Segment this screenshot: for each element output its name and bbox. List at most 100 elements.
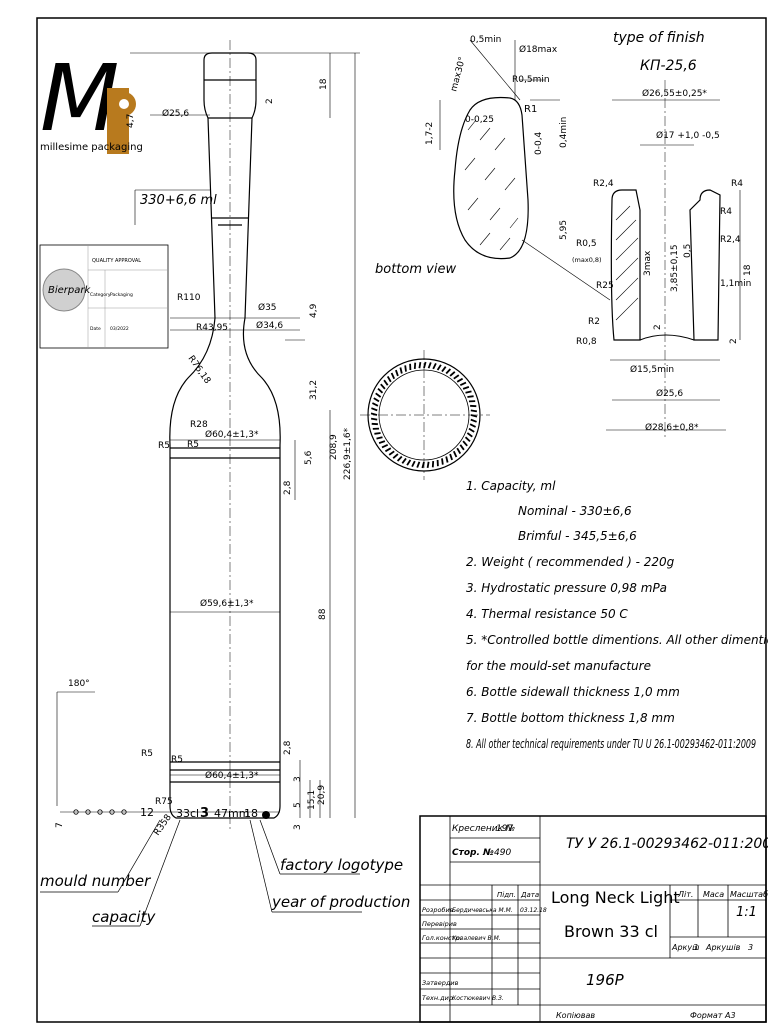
svg-text:Аркуш: Аркуш — [671, 943, 700, 952]
bottom-knurl — [370, 412, 378, 416]
svg-text:Ø28,6±0,8*: Ø28,6±0,8* — [645, 422, 699, 433]
svg-text:Дата: Дата — [520, 891, 539, 899]
finish-detail-enlarged: 0,5min Ø18max max30° R0,5min R1 1,7-2 0-… — [425, 35, 611, 301]
svg-text:7. Bottle bottom thickness 1,8: 7. Bottle bottom thickness 1,8 mm — [466, 711, 675, 725]
svg-text:Бердичевська М.М.: Бердичевська М.М. — [452, 907, 513, 914]
svg-text:Затвердив: Затвердив — [422, 979, 459, 987]
company-logo: M millesime packaging — [40, 45, 143, 154]
bottom-knurl — [470, 409, 478, 413]
bottom-knurl — [404, 365, 407, 372]
svg-text:3: 3 — [293, 824, 303, 830]
svg-text:R0,5min: R0,5min — [512, 75, 550, 85]
svg-text:Літ.: Літ. — [677, 890, 693, 899]
svg-text:2,8: 2,8 — [283, 740, 293, 755]
svg-text:15,1: 15,1 — [307, 790, 317, 810]
bottom-knurl — [411, 460, 416, 467]
svg-text:R0,8: R0,8 — [576, 337, 597, 347]
finish-type-code: КП-25,6 — [640, 58, 697, 74]
svg-text:33cl: 33cl — [176, 807, 199, 820]
svg-text:Перевірив: Перевірив — [422, 920, 457, 928]
bottom-knurl — [378, 440, 386, 444]
svg-text:6. Bottle sidewall thickness 1: 6. Bottle sidewall thickness 1,0 mm — [466, 685, 680, 699]
svg-text:20,9: 20,9 — [317, 785, 327, 805]
svg-text:Ø25,6: Ø25,6 — [162, 108, 189, 119]
factory-logo-mark-icon — [262, 811, 270, 819]
bottom-knurl — [470, 414, 478, 418]
svg-text:0,5: 0,5 — [683, 244, 693, 258]
svg-text:3: 3 — [200, 806, 209, 821]
bottom-knurl — [380, 383, 386, 390]
bottom-knurl — [456, 377, 464, 383]
bottom-knurl — [374, 432, 381, 435]
bottom-view-drawing — [360, 350, 490, 480]
svg-text:R358: R358 — [152, 813, 174, 838]
bottom-knurl — [426, 461, 430, 469]
bottom-knurl — [467, 395, 474, 398]
svg-text:Ø17 +1,0 -0,5: Ø17 +1,0 -0,5 — [656, 130, 720, 141]
bottle-dim-lines — [130, 52, 360, 818]
bottom-knurl — [370, 417, 378, 421]
product-color: Brown 33 cl — [564, 922, 658, 941]
svg-text:208,9: 208,9 — [329, 434, 339, 460]
svg-text:4,7: 4,7 — [126, 114, 136, 128]
svg-text:18: 18 — [319, 78, 329, 90]
bottom-knurl — [459, 381, 467, 387]
bottom-knurl — [456, 447, 462, 455]
svg-text:Стор. №: Стор. № — [452, 848, 494, 858]
svg-text:Brimful - 345,5±6,6: Brimful - 345,5±6,6 — [518, 529, 637, 543]
svg-text:Bierpark: Bierpark — [48, 285, 91, 296]
bottom-knurl — [469, 423, 476, 428]
svg-text:Аркушів: Аркушів — [705, 943, 741, 952]
svg-text:490: 490 — [494, 848, 511, 858]
svg-text:88: 88 — [318, 608, 328, 620]
svg-text:Маса: Маса — [703, 890, 724, 899]
mould-number-callout: mould number — [40, 872, 151, 890]
bottom-knurl — [468, 427, 475, 433]
capacity-callout: capacity — [92, 908, 156, 926]
svg-text:47mm: 47mm — [214, 807, 249, 820]
svg-text:2: 2 — [729, 338, 739, 344]
svg-text:Підп.: Підп. — [497, 891, 516, 899]
bottom-knurl — [371, 407, 378, 412]
svg-text:R76,18: R76,18 — [186, 354, 213, 386]
svg-text:31,2: 31,2 — [309, 380, 319, 400]
svg-text:2,8: 2,8 — [283, 480, 293, 495]
svg-text:Копіював: Копіював — [556, 1011, 595, 1020]
bottom-knurl — [421, 461, 425, 469]
svg-text:Техн.дир.: Техн.дир. — [422, 994, 455, 1002]
svg-text:1:1: 1:1 — [736, 905, 757, 920]
svg-text:R43,95: R43,95 — [196, 323, 228, 333]
svg-text:Ø25,6: Ø25,6 — [656, 388, 683, 399]
finish-section-drawing: Ø26,55±0,25* Ø17 +1,0 -0,5 R2,4 R4 R4 R2… — [559, 80, 753, 440]
svg-text:18: 18 — [244, 807, 258, 820]
bottom-knurl — [381, 443, 389, 449]
bottom-knurl — [372, 402, 379, 407]
svg-text:8. All other technical require: 8. All other technical requirements unde… — [466, 737, 756, 751]
svg-text:Ø34,6: Ø34,6 — [256, 320, 283, 331]
svg-text:QUALITY APPROVAL: QUALITY APPROVAL — [92, 258, 141, 264]
svg-text:197: 197 — [496, 824, 513, 834]
svg-text:3max: 3max — [643, 250, 653, 276]
bottom-view-label: bottom view — [375, 262, 456, 277]
svg-text:Розробив: Розробив — [422, 906, 454, 914]
bottom-knurl — [416, 461, 421, 468]
svg-text:4. Thermal resistance 50 C: 4. Thermal resistance 50 C — [466, 607, 628, 621]
svg-text:1,7-2: 1,7-2 — [425, 122, 435, 145]
bottom-knurl — [395, 369, 399, 377]
svg-text:R4: R4 — [720, 207, 732, 217]
bottom-knurl — [465, 390, 472, 394]
bottom-knurl — [470, 418, 477, 423]
svg-text:7: 7 — [55, 822, 65, 828]
bottom-knurl — [432, 363, 437, 370]
bottom-knurl — [377, 387, 384, 394]
bottom-knurl — [376, 436, 383, 440]
bottom-knurl — [375, 392, 382, 398]
svg-text:2: 2 — [653, 324, 663, 330]
svg-text:R5: R5 — [141, 749, 153, 759]
svg-text:3: 3 — [693, 943, 698, 952]
svg-text:Ø59,6±1,3*: Ø59,6±1,3* — [200, 598, 254, 609]
stamp-seal-icon — [42, 268, 86, 312]
bottom-knurl — [462, 440, 468, 447]
svg-text:226,9±1,6*: 226,9±1,6* — [343, 427, 353, 480]
